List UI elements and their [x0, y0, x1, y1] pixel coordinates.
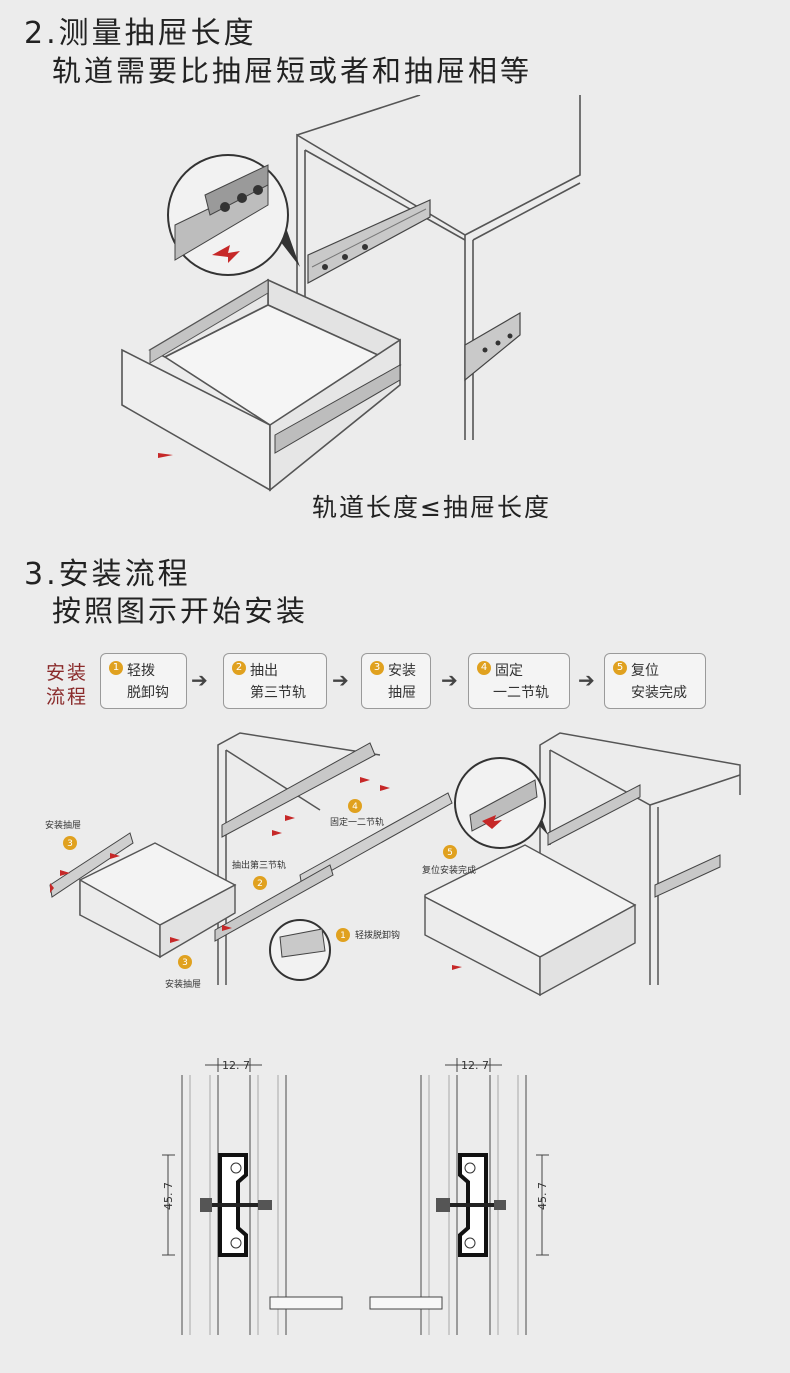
rail-profile-left: [200, 1153, 272, 1257]
flow-step-5: 5 复位 安装完成: [604, 653, 706, 709]
badge-3-bottom: 3: [182, 958, 188, 968]
step-label: 复位: [631, 663, 659, 679]
flow-arrow-icon: ➔: [332, 668, 349, 692]
badge-3-top: 3: [67, 839, 73, 849]
section2-subheading: 轨道需要比抽屉短或者和抽屉相等: [52, 54, 533, 88]
cabinet-rail-right: [464, 311, 521, 382]
flow-step-2: 2 抽出 第三节轨: [223, 653, 327, 709]
dimension-drawing: 12. 7 12. 7 45. 7 45. 7: [162, 1058, 549, 1335]
label-install-drawer-bottom: 安装抽屉: [165, 978, 201, 990]
step-label: 轻拨: [127, 663, 155, 679]
badge-4: 4: [352, 802, 358, 812]
step-number-badge: 4: [477, 661, 491, 675]
label-install-drawer-top: 安装抽屉: [45, 819, 81, 831]
label-pull-third-rail: 抽出第三节轨: [232, 859, 286, 871]
badge-2: 2: [257, 879, 263, 889]
drawer-box: [121, 278, 402, 492]
section2-heading: 2.测量抽屉长度: [24, 16, 257, 51]
label-fix-rails: 固定一二节轨: [330, 816, 384, 828]
step-sublabel: 安装完成: [631, 685, 687, 701]
height-dimension-left: 45. 7: [162, 1182, 175, 1210]
rail-length-caption: 轨道长度≤抽屉长度: [312, 493, 551, 522]
flow-title-line2: 流程: [46, 686, 89, 708]
label-release-hook: 轻拨脱卸钩: [355, 929, 400, 941]
step-sublabel: 脱卸钩: [127, 685, 169, 701]
flow-step-4: 4 固定 一二节轨: [468, 653, 570, 709]
step-number-badge: 5: [613, 661, 627, 675]
rail-profile-right: [436, 1153, 506, 1257]
step-number-badge: 2: [232, 661, 246, 675]
zoom-detail: [167, 154, 300, 276]
flow-arrow-icon: ➔: [578, 668, 595, 692]
section3-heading: 3.安装流程: [24, 557, 191, 592]
step-number-badge: 1: [109, 661, 123, 675]
step-sublabel: 一二节轨: [493, 685, 549, 701]
badge-5: 5: [447, 848, 453, 858]
flow-arrow-icon: ➔: [441, 668, 458, 692]
width-dimension-left: 12. 7: [222, 1059, 250, 1072]
width-dimension-right: 12. 7: [461, 1059, 489, 1072]
flow-step-3: 3 安装 抽屉: [361, 653, 431, 709]
step-sublabel: 抽屉: [388, 685, 416, 701]
step-number-badge: 3: [370, 661, 384, 675]
step-sublabel: 第三节轨: [250, 685, 306, 701]
installation-illustration: 3 2 4 5 3 1 安装抽屉 抽出第三节轨 固定一二节轨 复位安装完成 安装…: [45, 732, 741, 997]
step-label: 抽出: [250, 663, 278, 679]
drawer-measure-illustration: [121, 95, 581, 492]
label-reset-done: 复位安装完成: [422, 864, 476, 876]
cabinet-rail: [307, 199, 431, 285]
flow-title-line1: 安装: [46, 662, 89, 684]
section3-subheading: 按照图示开始安装: [52, 594, 309, 628]
step-label: 固定: [495, 663, 523, 679]
height-dimension-right: 45. 7: [536, 1182, 549, 1210]
step-label: 安装: [388, 663, 416, 679]
flow-arrow-icon: ➔: [191, 668, 208, 692]
badge-1: 1: [340, 931, 346, 941]
flow-step-1: 1 轻拨 脱卸钩: [100, 653, 187, 709]
